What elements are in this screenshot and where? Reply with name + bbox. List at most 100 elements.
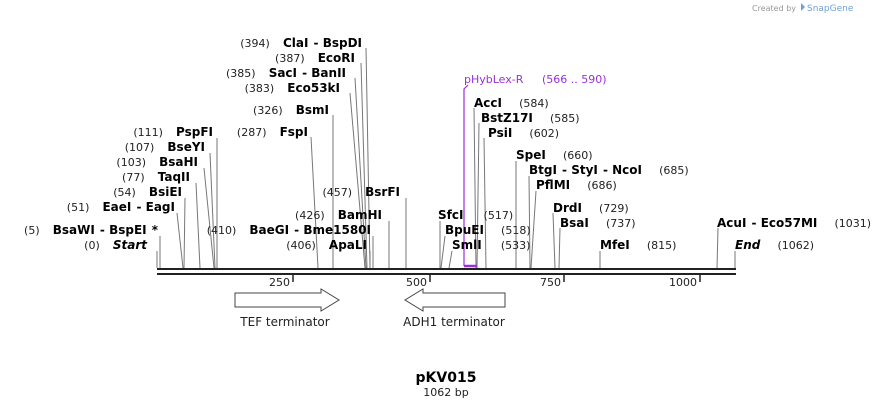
svg-text:BstZ17I (585): BstZ17I (585)	[481, 107, 580, 126]
site-bsai[interactable]: BsaI (737)	[560, 212, 636, 231]
site-acui-eco57mi[interactable]: AcuI - Eco57MI (1031)	[717, 212, 871, 231]
enzyme-name: BsrFI	[365, 185, 400, 199]
site-position: (385)	[226, 67, 256, 80]
svg-text:(385) SacI -: (385) SacI - BanII	[226, 62, 346, 81]
svg-text:SpeI (660): SpeI (660)	[516, 144, 593, 163]
site-fspi[interactable]: (287) FspI	[237, 121, 308, 140]
enzyme-name: MfeI	[600, 238, 630, 252]
enzyme-name: BsiEI	[149, 185, 182, 199]
svg-text:(77) TaqII: (77) TaqII	[122, 166, 190, 185]
site-eco53ki[interactable]: (383) Eco53kI	[245, 77, 340, 96]
site-end[interactable]: End (1062)	[735, 234, 814, 253]
site-acci[interactable]: AccI (584)	[474, 92, 549, 111]
plasmid-name: pKV015	[416, 370, 477, 386]
site-mfei[interactable]: MfeI (815)	[600, 234, 676, 253]
site-baegi-bme1580i[interactable]: (410) BaeGI - Bme1580I	[207, 219, 371, 238]
svg-text:MfeI (815): MfeI (815)	[600, 234, 676, 253]
site-position: (103)	[116, 156, 146, 169]
svg-text:SfcI (517): SfcI (517)	[438, 204, 513, 223]
site-bsahi[interactable]: (103) BsaHI	[116, 151, 198, 170]
enzyme-name: StyI	[571, 163, 598, 177]
enzyme-name: AccI	[474, 96, 502, 110]
site-bsrfi[interactable]: (457) BsrFI	[322, 181, 400, 200]
primer-range: (566 .. 590)	[542, 73, 607, 86]
enzyme-name: ApaLI	[329, 238, 367, 252]
ruler-label-250: 250	[269, 276, 290, 289]
enzyme-name: DrdI	[553, 201, 582, 215]
site-eaei-eagi[interactable]: (51) EaeI - EagI	[67, 196, 175, 215]
site-bpuei[interactable]: BpuEI (518)	[445, 219, 531, 238]
site-position: (410)	[207, 224, 237, 237]
enzyme-name: PspFI	[176, 125, 213, 139]
site-position: (111)	[133, 126, 163, 139]
site-bseyi[interactable]: (107) BseYI	[125, 136, 205, 155]
site-position: (686)	[587, 179, 617, 192]
site-sfci[interactable]: SfcI (517)	[438, 204, 513, 223]
ruler-label-1000: 1000	[669, 276, 697, 289]
svg-text:(394) ClaI -: (394) ClaI - BspDI	[240, 32, 362, 51]
site-bstz17i[interactable]: BstZ17I (585)	[481, 107, 580, 126]
svg-text:PsiI (602): PsiI (602)	[488, 122, 559, 141]
enzyme-name: ClaI	[283, 36, 308, 50]
site-pflmi[interactable]: PflMI (686)	[536, 174, 617, 193]
site-start[interactable]: (0) Start	[84, 234, 148, 253]
svg-text:(426) BamHI: (426) BamHI	[295, 204, 382, 223]
site-position: (51)	[67, 201, 90, 214]
site-smli[interactable]: SmlI (533)	[452, 234, 530, 253]
site-position: (533)	[501, 239, 531, 252]
enzyme-separator: -	[302, 66, 311, 80]
enzyme-name: AcuI	[717, 216, 746, 230]
site-saci-banii[interactable]: (385) SacI - BanII	[226, 62, 346, 81]
svg-text:(287) FspI: (287) FspI	[237, 121, 308, 140]
site-position: (326)	[253, 104, 283, 117]
site-position: (457)	[322, 186, 352, 199]
snapgene-logo-icon	[801, 3, 805, 11]
feature-tef-terminator[interactable]: TEF terminator	[234, 288, 340, 329]
svg-text:(0) Start: (0) Start	[84, 234, 148, 253]
site-btgi-styi-ncoi[interactable]: BtgI - StyI - NcoI (685)	[529, 159, 689, 178]
site-position: (383)	[245, 82, 275, 95]
site-spei[interactable]: SpeI (660)	[516, 144, 593, 163]
site-bsawi-bspei[interactable]: (5) BsaWI - BspEI *	[24, 219, 159, 238]
enzyme-name: SfcI	[438, 208, 463, 222]
credit-brand: SnapGene	[807, 4, 854, 14]
site-position: (737)	[606, 217, 636, 230]
ruler-label-500: 500	[406, 276, 427, 289]
site-psii[interactable]: PsiI (602)	[488, 122, 559, 141]
site-apali[interactable]: (406) ApaLI	[286, 234, 367, 253]
end-label: End	[735, 238, 761, 252]
svg-text:(51) EaeI -: (51) EaeI - EagI	[67, 196, 175, 215]
site-bamhi[interactable]: (426) BamHI	[295, 204, 382, 223]
site-position: (287)	[237, 126, 267, 139]
feature-adh1-terminator[interactable]: ADH1 terminator	[403, 288, 506, 329]
site-clai-bspdi[interactable]: (394) ClaI - BspDI	[240, 32, 362, 51]
enzyme-name: BsmI	[296, 103, 329, 117]
site-position: (660)	[563, 149, 593, 162]
svg-text:DrdI (729): DrdI (729)	[553, 197, 629, 216]
svg-text:BpuEI (518): BpuEI (518)	[445, 219, 531, 238]
site-drdi[interactable]: DrdI (729)	[553, 197, 629, 216]
svg-text:BtgI - StyI: BtgI - StyI - NcoI (685)	[529, 159, 689, 178]
svg-text:(406) ApaLI: (406) ApaLI	[286, 234, 367, 253]
site-ecori[interactable]: (387) EcoRI	[275, 47, 355, 66]
primer-phyblex-r[interactable]: pHybLex-R (566 .. 590)	[463, 73, 607, 268]
site-taqii[interactable]: (77) TaqII	[122, 166, 190, 185]
site-position: (0)	[84, 239, 100, 252]
enzyme-name: BamHI	[338, 208, 382, 222]
site-bsiei[interactable]: (54) BsiEI	[113, 181, 182, 200]
svg-text:PflMI (686): PflMI (686)	[536, 174, 617, 193]
enzyme-name: SmlI	[452, 238, 482, 252]
enzyme-name: BspEI	[109, 223, 147, 237]
site-bsmi[interactable]: (326) BsmI	[253, 99, 329, 118]
enzyme-name: TaqII	[158, 170, 190, 184]
site-position: (584)	[519, 97, 549, 110]
enzyme-name: BsaWI	[53, 223, 95, 237]
feature-label: ADH1 terminator	[403, 315, 505, 329]
start-label: Start	[113, 238, 148, 252]
site-pspfi[interactable]: (111) PspFI	[133, 121, 213, 140]
enzyme-name: BtgI	[529, 163, 557, 177]
methylation-marker: *	[152, 223, 159, 237]
site-position: (387)	[275, 52, 305, 65]
site-position: (729)	[599, 202, 629, 215]
